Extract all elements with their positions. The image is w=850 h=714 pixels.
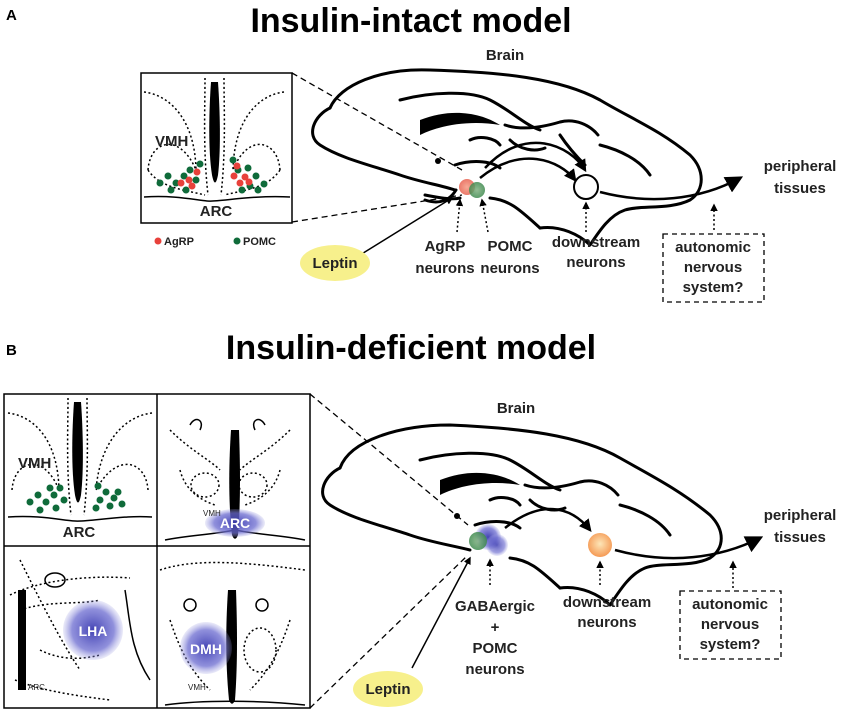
pointer-agrp bbox=[455, 198, 464, 233]
gaba-label-3: POMC bbox=[473, 640, 518, 657]
arrow-gaba-downstream bbox=[504, 507, 592, 532]
arc-blob-label: ARC bbox=[220, 515, 250, 531]
autonomic-box-b bbox=[679, 590, 782, 660]
pomc-neuron-b bbox=[469, 532, 487, 550]
inset-b-topright: ARC VMH bbox=[164, 418, 306, 541]
legend-agrp-label: AgRP bbox=[164, 236, 194, 248]
panel-a-title: Insulin-intact model bbox=[250, 2, 571, 40]
agrp-label-a-2: neurons bbox=[415, 260, 474, 277]
gaba-neuron-b-2 bbox=[486, 534, 508, 556]
arrow-leptin-b bbox=[411, 556, 471, 669]
downstream-neuron-a bbox=[573, 174, 599, 200]
arc-blob-b bbox=[205, 509, 265, 537]
inset-b-bottomleft: LHA ARC bbox=[9, 559, 151, 701]
pomc-label-a-2: neurons bbox=[480, 260, 539, 277]
downstream-label-b-1: downstream bbox=[563, 594, 651, 611]
inset-a-pomc-dots bbox=[156, 156, 268, 194]
zoom-line-bottom-b bbox=[309, 554, 469, 709]
leptin-ellipse-a bbox=[300, 245, 370, 281]
leptin-ellipse-b bbox=[353, 671, 423, 707]
pomc-label-a-1: POMC bbox=[488, 238, 533, 255]
lha-blob bbox=[63, 600, 123, 660]
arrow-downstream-peripheral-b bbox=[614, 536, 764, 560]
arrow-downstream-peripheral-a bbox=[599, 176, 744, 201]
leptin-label-b: Leptin bbox=[366, 681, 411, 698]
peripheral-label-b-2: tissues bbox=[774, 529, 826, 546]
peripheral-label-b-1: peripheral bbox=[764, 507, 837, 524]
panel-b-letter: B bbox=[6, 342, 17, 359]
leptin-label-a: Leptin bbox=[313, 255, 358, 272]
pointer-pomc bbox=[479, 198, 489, 233]
legend-agrp-dot bbox=[154, 237, 162, 245]
gaba-label-1: GABAergic bbox=[455, 598, 535, 615]
arrow-pomc-downstream bbox=[484, 141, 587, 173]
inset-b-pomc-dots bbox=[26, 482, 126, 514]
panel-a-inset: VMH ARC AgRP POMC bbox=[140, 72, 293, 248]
pomc-neuron-a bbox=[469, 182, 485, 198]
inset-a-arc-label: ARC bbox=[200, 203, 233, 220]
brain-outline-a bbox=[311, 68, 703, 247]
panel-b: B Insulin-deficient model VMH ARC bbox=[3, 329, 837, 709]
downstream-neuron-b bbox=[588, 533, 612, 557]
peripheral-label-a-1: peripheral bbox=[764, 158, 837, 175]
inset-b-arc-label: ARC bbox=[63, 524, 96, 541]
autonomic-label-a-1: autonomic bbox=[675, 239, 751, 256]
dmh-blob bbox=[180, 622, 232, 674]
zoom-line-top-b bbox=[309, 393, 469, 526]
autonomic-label-a-2: nervous bbox=[684, 259, 742, 276]
downstream-label-b-2: neurons bbox=[577, 614, 636, 631]
autonomic-box-a bbox=[662, 233, 765, 303]
panel-a-letter: A bbox=[6, 7, 17, 24]
inset-b-vmh-small2: VMH bbox=[188, 683, 206, 692]
lha-label: LHA bbox=[79, 623, 108, 639]
downstream-label-a-2: neurons bbox=[566, 254, 625, 271]
autonomic-label-a-3: system? bbox=[683, 279, 744, 296]
gaba-label-2: + bbox=[491, 619, 500, 636]
arrow-leptin-a bbox=[359, 197, 454, 256]
inset-b-arc-small: ARC bbox=[28, 683, 45, 692]
gaba-label-4: neurons bbox=[465, 661, 524, 678]
inset-b-vmh-small: VMH bbox=[203, 509, 221, 518]
panel-b-title: Insulin-deficient model bbox=[226, 329, 596, 367]
panel-b-inset-grid: VMH ARC bbox=[3, 393, 311, 709]
zoom-line-top bbox=[291, 72, 463, 171]
brain-label-a: Brain bbox=[486, 47, 524, 64]
inset-b-vmh-label: VMH bbox=[18, 455, 51, 472]
autonomic-label-b-3: system? bbox=[700, 636, 761, 653]
peripheral-label-a-2: tissues bbox=[774, 180, 826, 197]
inset-b-bottomright: DMH VMH bbox=[159, 561, 306, 706]
autonomic-label-b-2: nervous bbox=[701, 616, 759, 633]
downstream-label-a-1: downstream bbox=[552, 234, 640, 251]
arrow-agrp-downstream bbox=[479, 157, 577, 182]
dmh-label: DMH bbox=[190, 641, 222, 657]
brain-outline-b bbox=[321, 423, 723, 607]
zoom-line-bottom bbox=[291, 194, 463, 223]
inset-a-vmh-label: VMH bbox=[155, 133, 188, 150]
legend-pomc-label: POMC bbox=[243, 236, 276, 248]
panel-a: A Insulin-intact model VMH ARC bbox=[6, 2, 837, 303]
inset-a-agrp-dots bbox=[177, 162, 253, 190]
agrp-label-a-1: AgRP bbox=[425, 238, 466, 255]
legend-pomc-dot bbox=[233, 237, 241, 245]
inset-b-topleft: VMH ARC bbox=[7, 397, 153, 541]
brain-label-b: Brain bbox=[497, 400, 535, 417]
autonomic-label-b-1: autonomic bbox=[692, 596, 768, 613]
